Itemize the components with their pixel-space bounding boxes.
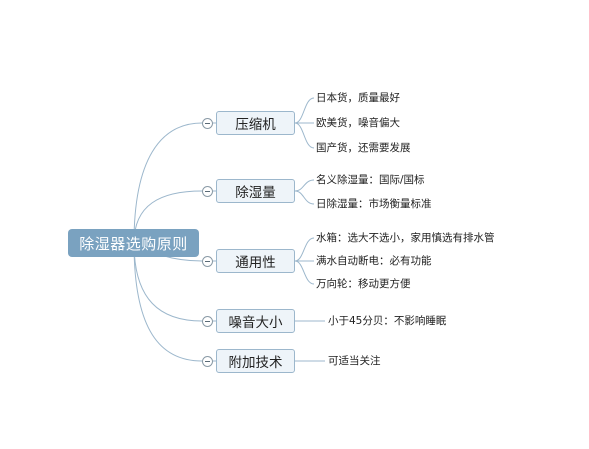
connector-dehumidify-2: [294, 190, 315, 205]
topic-label: 压缩机: [235, 117, 276, 133]
topic-compressor[interactable]: 压缩机: [216, 111, 295, 135]
connector-root-compressor: [133, 122, 203, 244]
connector-compressor-3: [294, 122, 315, 149]
collapse-minus-icon[interactable]: [202, 256, 213, 267]
topic-label: 噪音大小: [228, 315, 283, 331]
subtopic[interactable]: 名义除湿量：国际/国标: [316, 174, 425, 186]
connector-universal-3: [294, 260, 315, 285]
collapse-minus-icon[interactable]: [202, 356, 213, 367]
connector-compressor-1: [294, 97, 315, 124]
root-topic[interactable]: 除湿器选购原则: [68, 229, 199, 257]
topic-extra-technology[interactable]: 附加技术: [216, 349, 295, 373]
topic-dehumidify-capacity[interactable]: 除湿量: [216, 179, 295, 203]
subtopic[interactable]: 可适当关注: [328, 355, 381, 367]
connector-root-extra: [133, 242, 203, 362]
connector-universal-1: [294, 237, 315, 262]
subtopic[interactable]: 满水自动断电：必有功能: [316, 255, 432, 267]
collapse-minus-icon[interactable]: [202, 316, 213, 327]
subtopic[interactable]: 万向轮：移动更方便: [316, 278, 411, 290]
topic-universality[interactable]: 通用性: [216, 249, 295, 273]
topic-noise-level[interactable]: 噪音大小: [216, 309, 295, 333]
root-topic-label: 除湿器选购原则: [79, 234, 188, 253]
connector-root-noise: [133, 242, 203, 322]
subtopic[interactable]: 欧美货，噪音偏大: [316, 117, 400, 129]
collapse-minus-icon[interactable]: [202, 118, 213, 129]
topic-label: 通用性: [235, 255, 276, 271]
topic-label: 除湿量: [235, 185, 276, 201]
subtopic[interactable]: 国产货，还需要发展: [316, 142, 411, 154]
subtopic[interactable]: 日除湿量：市场衡量标准: [316, 198, 432, 210]
subtopic[interactable]: 水箱：选大不选小，家用慎选有排水管: [316, 232, 495, 244]
collapse-minus-icon[interactable]: [202, 186, 213, 197]
subtopic[interactable]: 小于45分贝：不影响睡眠: [328, 315, 447, 327]
subtopic[interactable]: 日本货，质量最好: [316, 92, 400, 104]
topic-label: 附加技术: [228, 355, 283, 371]
connector-dehumidify-1: [294, 179, 315, 192]
